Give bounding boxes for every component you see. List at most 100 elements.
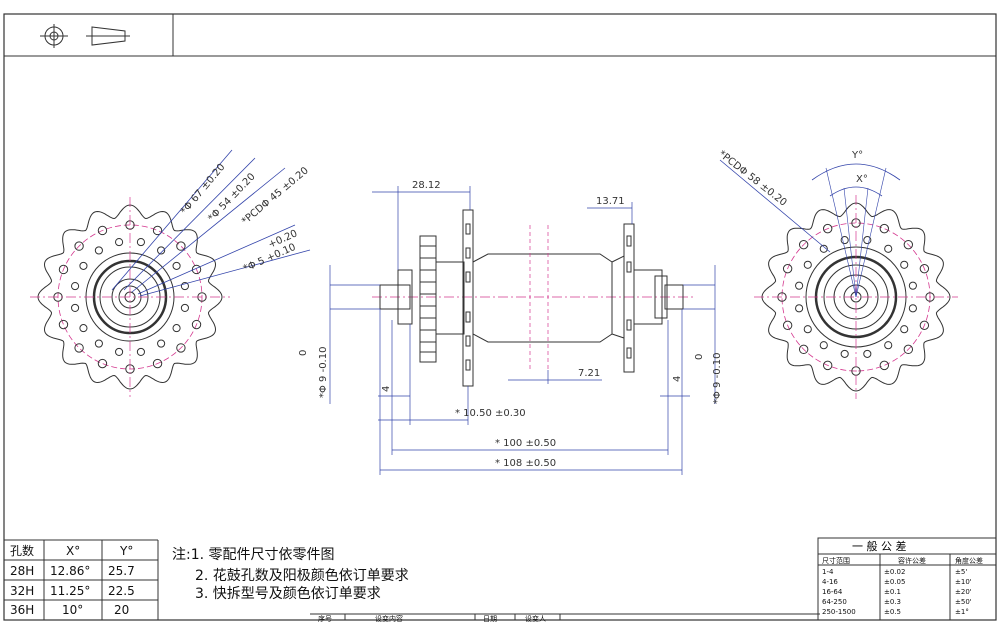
table-header-holes: 孔数 <box>10 543 34 558</box>
tolerance-cell: ±10' <box>955 578 972 586</box>
tolerance-cell: ±20' <box>955 588 972 596</box>
dim-10-50: * 10.50 ±0.30 <box>455 408 526 419</box>
dim-left-4: 4 <box>381 386 392 392</box>
first-angle-circle-icon <box>40 24 68 48</box>
spoke-hole <box>176 241 186 251</box>
spoke-hole <box>74 343 84 353</box>
spoke-hole <box>884 244 893 253</box>
first-angle-cone-icon <box>86 26 130 46</box>
note-line-2: 2. 花鼓孔数及阳极颜色依订单要求 <box>195 567 409 584</box>
spoke-hole <box>919 263 930 274</box>
dim-x-angle: X° <box>856 174 868 185</box>
table-cell: 22.5 <box>108 584 135 598</box>
spoke-hole <box>919 320 930 331</box>
tolerance-cell: ±1° <box>955 608 969 616</box>
table-cell: 28H <box>10 564 34 578</box>
table-cell: 20 <box>114 603 129 617</box>
spoke-hole <box>191 264 202 275</box>
front-view-dimension-lines <box>329 186 716 475</box>
strip-label: 设变人 <box>525 614 546 622</box>
right-side-view <box>754 195 958 399</box>
spoke-hole <box>157 246 166 255</box>
spoke-hole <box>840 349 849 358</box>
front-view-dimension-labels: 28.12 13.71 7.21 0 *Φ 9 -0.10 0 *Φ 9 -0.… <box>298 180 723 469</box>
spoke-hole <box>79 261 88 270</box>
dim-pcd58: *PCDΦ 58 ±0.20 <box>716 149 788 209</box>
spoke-hole <box>908 281 917 290</box>
strip-label: 日期 <box>483 615 497 622</box>
dim-left-dia: *Φ 9 -0.10 <box>318 347 329 398</box>
spoke-hole <box>903 239 914 250</box>
spoke-hole <box>176 343 186 353</box>
spoke-hole <box>819 341 828 350</box>
tolerance-header: 角度公差 <box>955 556 983 565</box>
table-cell: 11.25° <box>50 584 90 598</box>
spoke-hole <box>884 341 893 350</box>
tolerance-header: 尺寸范围 <box>822 556 850 565</box>
left-view-leaders <box>111 149 311 297</box>
spoke-hole <box>94 246 103 255</box>
spoke-hole <box>136 238 145 247</box>
spoke-hole <box>152 225 163 236</box>
spoke-hole <box>180 303 189 312</box>
dim-right-dia-top: 0 <box>694 354 705 360</box>
tolerance-cell: 64-250 <box>822 598 847 606</box>
dim-7-21: 7.21 <box>578 368 600 379</box>
note-line-3: 3. 快拆型号及颜色依订单要求 <box>195 585 381 602</box>
tolerance-cell: 4-16 <box>822 578 838 586</box>
spoke-hole <box>172 324 181 333</box>
table-header-y: Y° <box>119 544 133 558</box>
spoke-hole <box>71 282 80 291</box>
general-tolerance-table: 一 般 公 差 尺寸范围 容许公差 角度公差 1-4 ±0.02 ±5' 4-1… <box>817 537 997 621</box>
dim-left-dia-top: 0 <box>298 350 309 356</box>
spoke-hole <box>863 236 872 245</box>
spoke-hole <box>79 324 88 333</box>
spoke-hole <box>782 263 793 274</box>
tolerance-cell: ±5' <box>955 568 967 576</box>
spoke-hole <box>157 339 166 348</box>
spoke-hole <box>840 236 849 245</box>
dim-right-dia: *Φ 9 -0.10 <box>712 353 723 404</box>
spoke-hole <box>191 319 202 330</box>
dim-y-angle: Y° <box>851 150 863 161</box>
table-cell: 25.7 <box>108 564 135 578</box>
tolerance-cell: ±0.5 <box>884 608 901 616</box>
spoke-hole <box>152 358 163 369</box>
tolerance-header: 容许公差 <box>898 556 926 565</box>
tolerance-cell: ±0.1 <box>884 588 901 596</box>
spoke-hole <box>172 261 181 270</box>
spoke-hole <box>180 282 189 291</box>
spoke-hole <box>94 339 103 348</box>
spoke-hole <box>903 344 914 355</box>
dim-13-71: 13.71 <box>596 196 625 207</box>
spoke-hole <box>795 281 804 290</box>
tolerance-cell: ±0.05 <box>884 578 905 586</box>
spoke-hole <box>115 347 124 356</box>
table-cell: 36H <box>10 603 34 617</box>
table-cell: 32H <box>10 584 34 598</box>
table-header-x: X° <box>66 544 80 558</box>
tolerance-title: 一 般 公 差 <box>852 539 907 553</box>
table-cell: 12.86° <box>50 564 90 578</box>
spoke-hole <box>879 223 890 234</box>
spoke-hole <box>803 260 812 269</box>
spoke-hole <box>879 360 890 371</box>
notes-block: 注:1. 零配件尺寸依零件图 2. 花鼓孔数及阳极颜色依订单要求 3. 快拆型号… <box>172 547 409 602</box>
left-side-view <box>30 197 230 397</box>
table-cell: 10° <box>62 603 83 617</box>
spoke-hole <box>136 347 145 356</box>
dim-right-4: 4 <box>672 376 683 382</box>
spoke-hole <box>782 320 793 331</box>
spoke-hole <box>58 319 69 330</box>
spoke-hole <box>97 225 108 236</box>
dim-100: * 100 ±0.50 <box>495 438 556 449</box>
tolerance-cell: 16-64 <box>822 588 843 596</box>
dim-28-12: 28.12 <box>412 180 441 191</box>
spoke-hole <box>798 344 809 355</box>
tolerance-cell: ±0.02 <box>884 568 905 576</box>
tolerance-cell: ±50' <box>955 598 972 606</box>
spoke-hole <box>803 325 812 334</box>
revision-strip: 序号 设变内容 日期 设变人 <box>310 613 820 622</box>
spoke-hole <box>74 241 84 251</box>
